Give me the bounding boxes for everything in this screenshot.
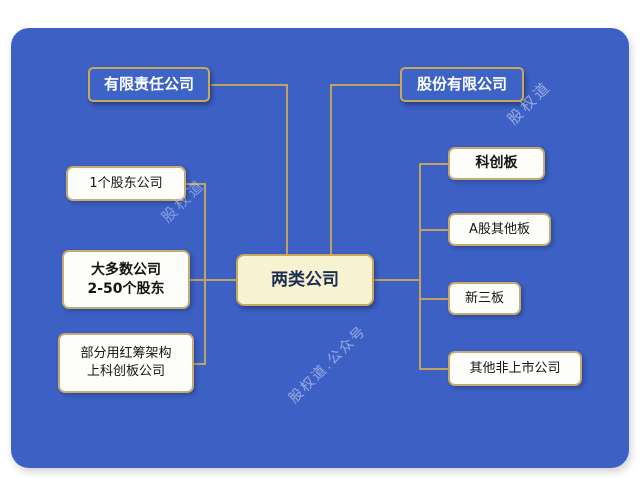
node-most-companies-2-50-shareholders: 大多数公司 2-50个股东 <box>62 250 190 309</box>
connector-left-bus <box>204 183 206 365</box>
node-one-shareholder-company: 1个股东公司 <box>66 166 186 201</box>
connector-top-left-horizontal <box>211 84 288 86</box>
node-red-chip-star-market-company: 部分用红筹架构 上科创板公司 <box>58 333 194 393</box>
connector-right-main <box>374 279 420 281</box>
connector-left-stub-1 <box>186 183 204 185</box>
node-limited-liability-company: 有限责任公司 <box>88 67 210 102</box>
connector-top-left-vertical <box>286 84 288 254</box>
connector-right-stub-4 <box>419 368 448 370</box>
connector-right-stub-2 <box>419 229 448 231</box>
connector-right-stub-3 <box>419 298 448 300</box>
connector-right-stub-1 <box>419 163 448 165</box>
node-joint-stock-company: 股份有限公司 <box>400 67 524 102</box>
connector-left-stub-3 <box>194 363 204 365</box>
connector-right-bus <box>419 163 421 370</box>
node-neeq-new-third-board: 新三板 <box>448 282 521 315</box>
connector-left-main <box>190 279 236 281</box>
node-other-unlisted-companies: 其他非上市公司 <box>448 351 582 386</box>
node-a-share-other-boards: A股其他板 <box>448 213 551 246</box>
connector-top-right-vertical <box>330 84 332 254</box>
node-two-types-of-companies: 两类公司 <box>236 254 374 306</box>
node-star-market: 科创板 <box>448 147 545 180</box>
connector-top-right-horizontal <box>330 84 400 86</box>
